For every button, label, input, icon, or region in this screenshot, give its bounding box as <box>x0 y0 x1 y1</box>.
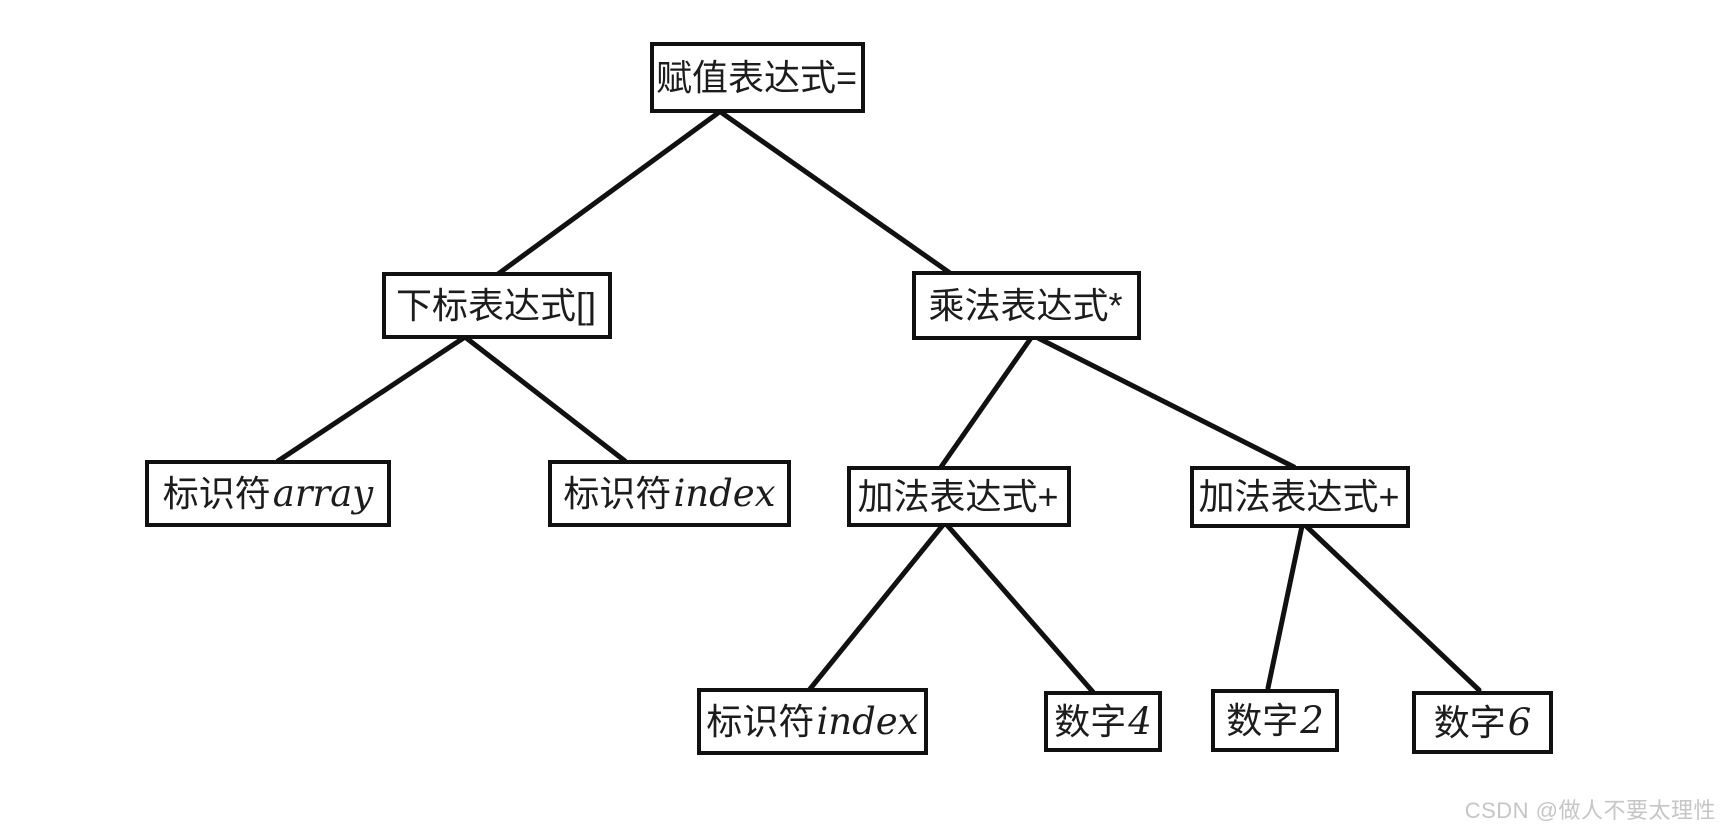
node-assign-expr: 赋值表达式= <box>650 42 865 113</box>
node-label-latin: array <box>272 472 374 515</box>
node-label-latin: 2 <box>1300 699 1324 742</box>
edge-add-right-to-num6 <box>1303 523 1482 693</box>
node-label: 赋值表达式= <box>655 56 858 98</box>
edge-subscript-to-index <box>462 334 628 464</box>
node-label: 标识符 <box>563 472 672 514</box>
edge-assign-to-subscript <box>495 110 721 277</box>
node-label-latin: 6 <box>1507 701 1532 744</box>
node-label: 数字 <box>1054 700 1127 742</box>
node-label: 标识符 <box>706 700 815 742</box>
node-label: 数字 <box>1433 701 1506 743</box>
edge-mult-to-add-left <box>938 335 1034 470</box>
edge-subscript-to-array <box>275 334 468 464</box>
node-label-latin: index <box>673 472 776 515</box>
edge-mult-to-add-right <box>1035 335 1297 470</box>
csdn-watermark: CSDN @做人不要太理性 <box>1464 798 1716 823</box>
node-label: 数字 <box>1226 699 1299 741</box>
node-label: 下标表达式[] <box>395 284 596 326</box>
edge-assign-to-mult <box>719 110 953 276</box>
node-add-expr-left: 加法表达式+ <box>847 466 1071 527</box>
edge-add-left-to-index <box>807 522 946 692</box>
node-subscript-expr: 下标表达式[] <box>382 272 612 339</box>
node-label: 加法表达式+ <box>1198 476 1400 517</box>
node-label-latin: 4 <box>1128 700 1152 743</box>
edge-add-left-to-num4 <box>944 522 1096 695</box>
node-mult-expr: 乘法表达式* <box>912 271 1141 340</box>
node-label-latin: index <box>816 700 919 743</box>
edge-add-right-to-num2 <box>1265 523 1305 691</box>
node-add-expr-right: 加法表达式+ <box>1190 466 1410 528</box>
node-label: 标识符 <box>162 472 271 514</box>
node-label: 加法表达式+ <box>857 475 1059 517</box>
node-label: 乘法表达式* <box>928 284 1123 326</box>
